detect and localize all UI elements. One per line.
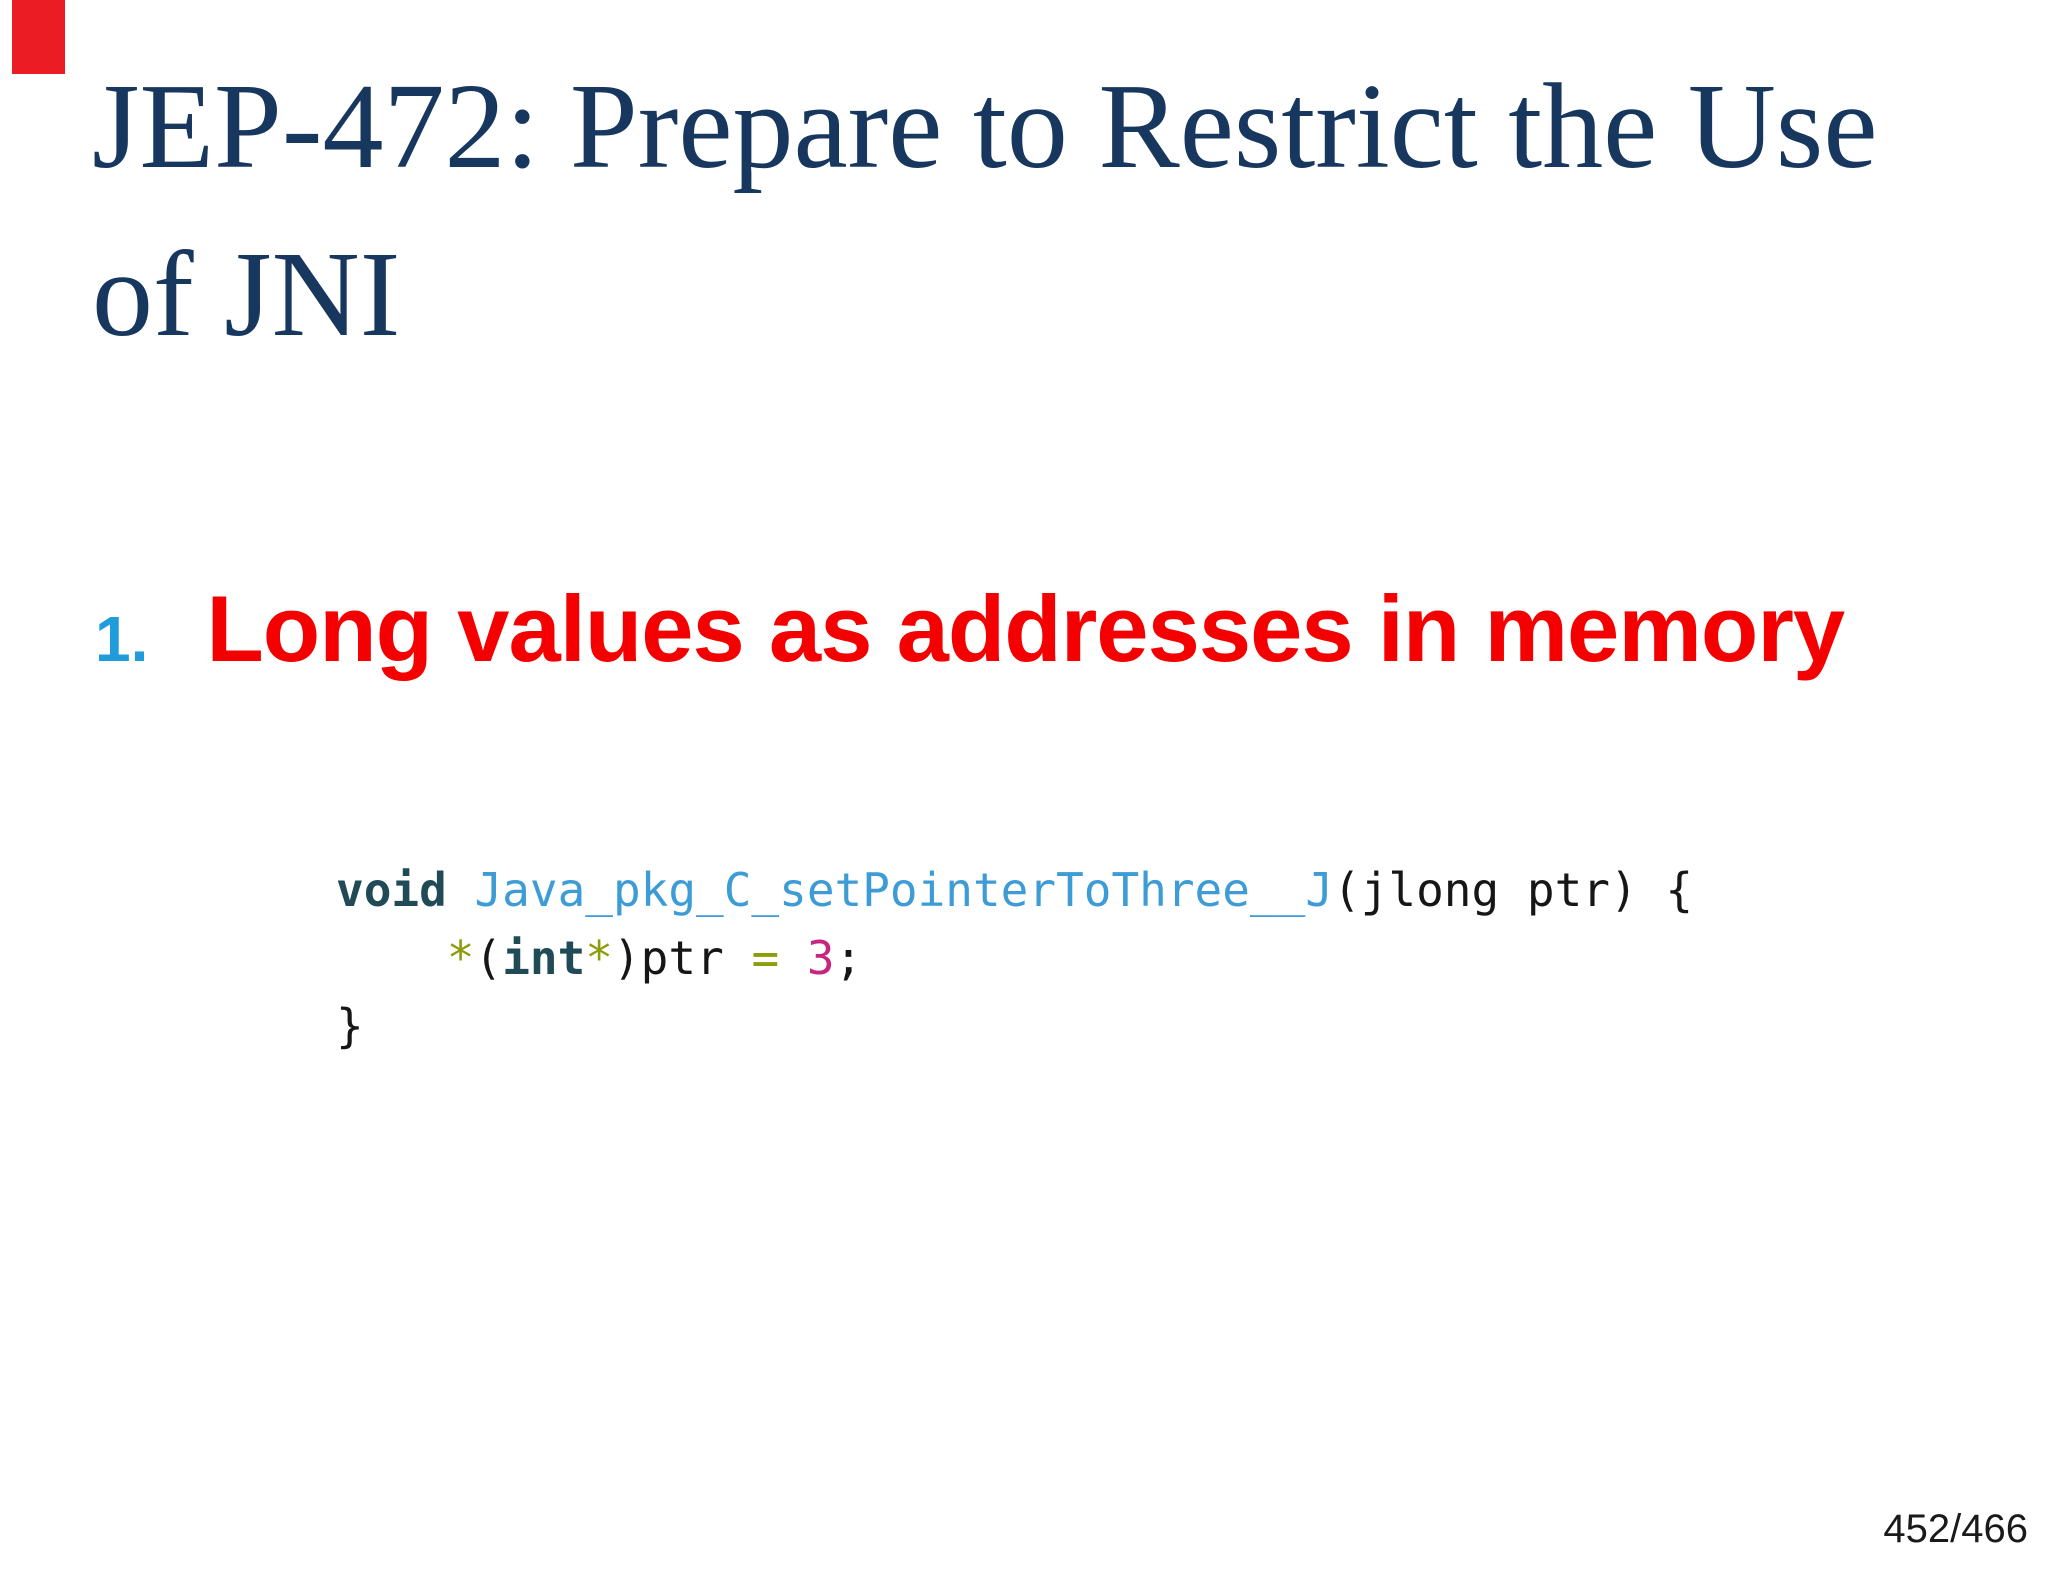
code-block: void Java_pkg_C_setPointerToThree__J(jlo… [336, 856, 1693, 1060]
slide-title-line-1: JEP-472: Prepare to Restrict the Use [92, 59, 1878, 194]
code-line: } [336, 999, 364, 1053]
accent-bar [12, 0, 65, 74]
list-item-number: 1. [95, 603, 149, 675]
code-line: *(int*)ptr = 3; [446, 931, 863, 985]
list-item-text: Long values as addresses in memory [206, 576, 1845, 681]
code-line: void Java_pkg_C_setPointerToThree__J(jlo… [336, 863, 1694, 917]
slide-title: JEP-472: Prepare to Restrict the Use of … [92, 43, 1992, 379]
page-number: 452/466 [1883, 1507, 2028, 1551]
slide-title-line-2: of JNI [92, 227, 401, 362]
numbered-list-item: 1. Long values as addresses in memory [95, 575, 1845, 683]
